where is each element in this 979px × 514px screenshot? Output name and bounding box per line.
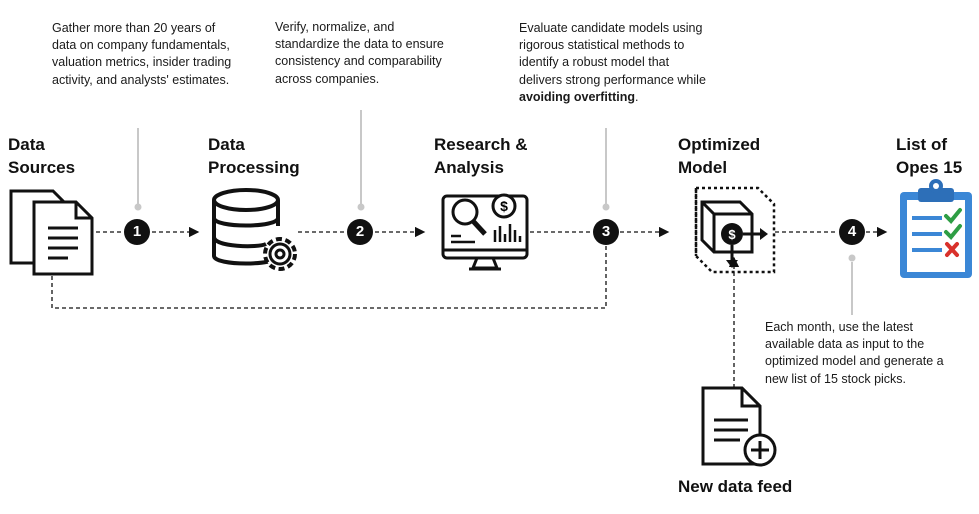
step-3-description-bold: avoiding overfitting — [519, 89, 635, 104]
leader-lines — [137, 110, 853, 315]
monitor-analytics-icon: $ — [441, 193, 529, 271]
research-analysis-title: Research &Analysis — [434, 135, 528, 177]
database-gear-icon — [212, 188, 297, 271]
new-document-icon — [701, 386, 777, 467]
step-2-description: Verify, normalize, and standardize the d… — [275, 20, 444, 86]
model-cube-icon: $ — [694, 186, 776, 274]
step-1-description: Gather more than 20 years of data on com… — [52, 21, 232, 87]
svg-text:$: $ — [500, 198, 508, 214]
step-2-badge: 2 — [347, 219, 373, 245]
new-data-feed-label: New data feed — [678, 477, 793, 496]
documents-icon — [9, 189, 94, 276]
step-1-badge: 1 — [124, 219, 150, 245]
step-4-badge: 4 — [839, 219, 865, 245]
step-4-description: Each month, use the latest available dat… — [765, 320, 944, 386]
flow-arrows — [46, 226, 888, 388]
step-3-badge: 3 — [593, 219, 619, 245]
step-3-description: Evaluate candidate models using rigorous… — [519, 21, 706, 104]
checklist-clipboard-icon — [900, 179, 972, 278]
svg-text:$: $ — [728, 227, 736, 242]
